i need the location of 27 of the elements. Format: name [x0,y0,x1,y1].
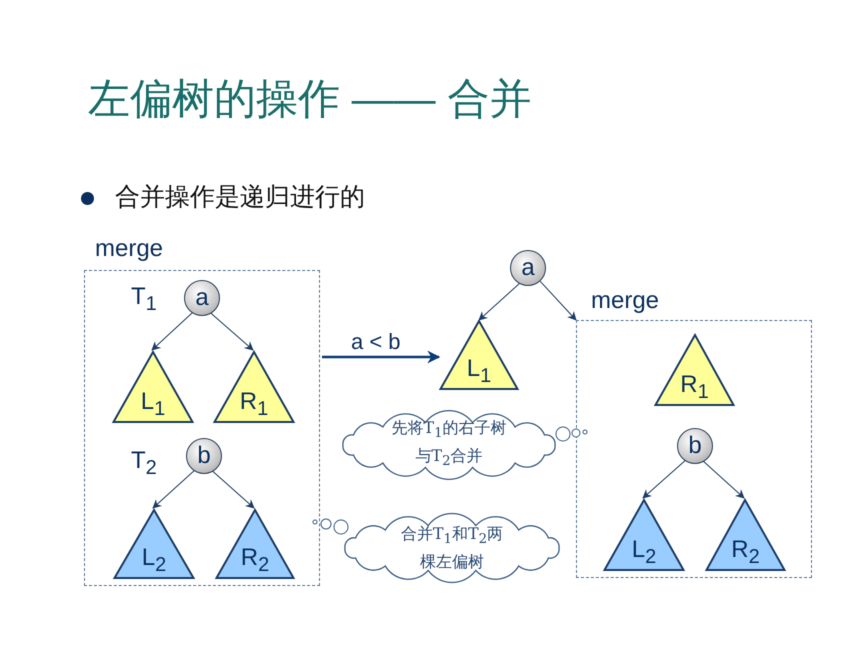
subtree-triangle: L$_{1}$ [440,320,518,390]
arrow [152,470,195,509]
tree-name: T$_{2}$ [131,449,157,478]
arrow [322,350,440,364]
subtree-triangle: L$_{1}$ [113,351,193,423]
subtree-triangle: R$_{2}$ [706,499,785,571]
box-heading: merge [591,287,660,315]
tree-node-circle: b [186,438,222,474]
arrow [151,312,193,351]
tree-node-circle: b [677,428,713,464]
arrow [478,283,520,321]
arrow [210,312,254,351]
tree-node-circle: a [184,280,220,316]
tree-node-circle: a [510,250,546,286]
tree-name: T$_{1}$ [131,285,157,314]
subtree-triangle: R$_{1}$ [655,334,734,406]
subtree-triangle: L$_{2}$ [604,499,684,571]
arrow [540,280,577,321]
bullet-text: 合并操作是递归进行的 [115,182,365,213]
arrow [702,460,745,499]
subtree-triangle: R$_{2}$ [216,509,294,579]
arrow [642,460,686,499]
box-heading: merge [95,235,164,263]
subtree-triangle: L$_{2}$ [114,509,194,579]
title: 左偏树的操作 —— 合并 [88,76,532,122]
arrow [212,470,255,509]
subtree-triangle: R$_{1}$ [214,351,294,423]
